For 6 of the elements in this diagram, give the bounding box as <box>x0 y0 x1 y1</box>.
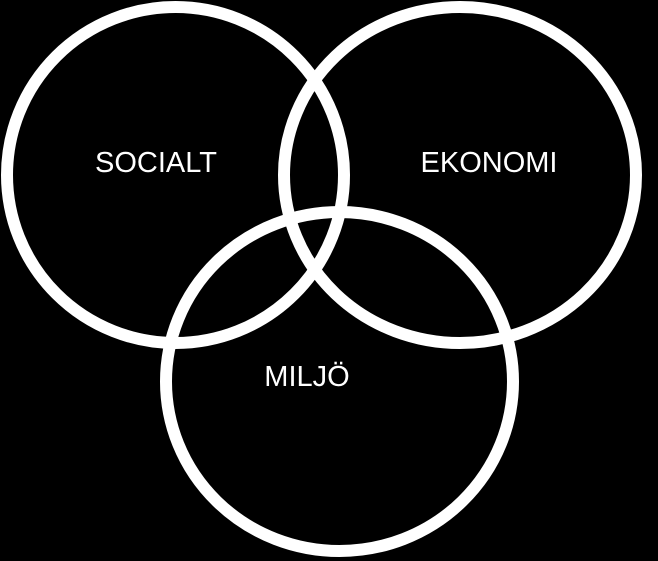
set-label: MILJÖ <box>264 362 350 394</box>
venn-circle <box>278 1 642 349</box>
venn-circle <box>1 1 350 349</box>
venn-circle <box>160 206 519 557</box>
set-label: EKONOMI <box>420 148 558 180</box>
set-label: SOCIALT <box>95 148 217 180</box>
